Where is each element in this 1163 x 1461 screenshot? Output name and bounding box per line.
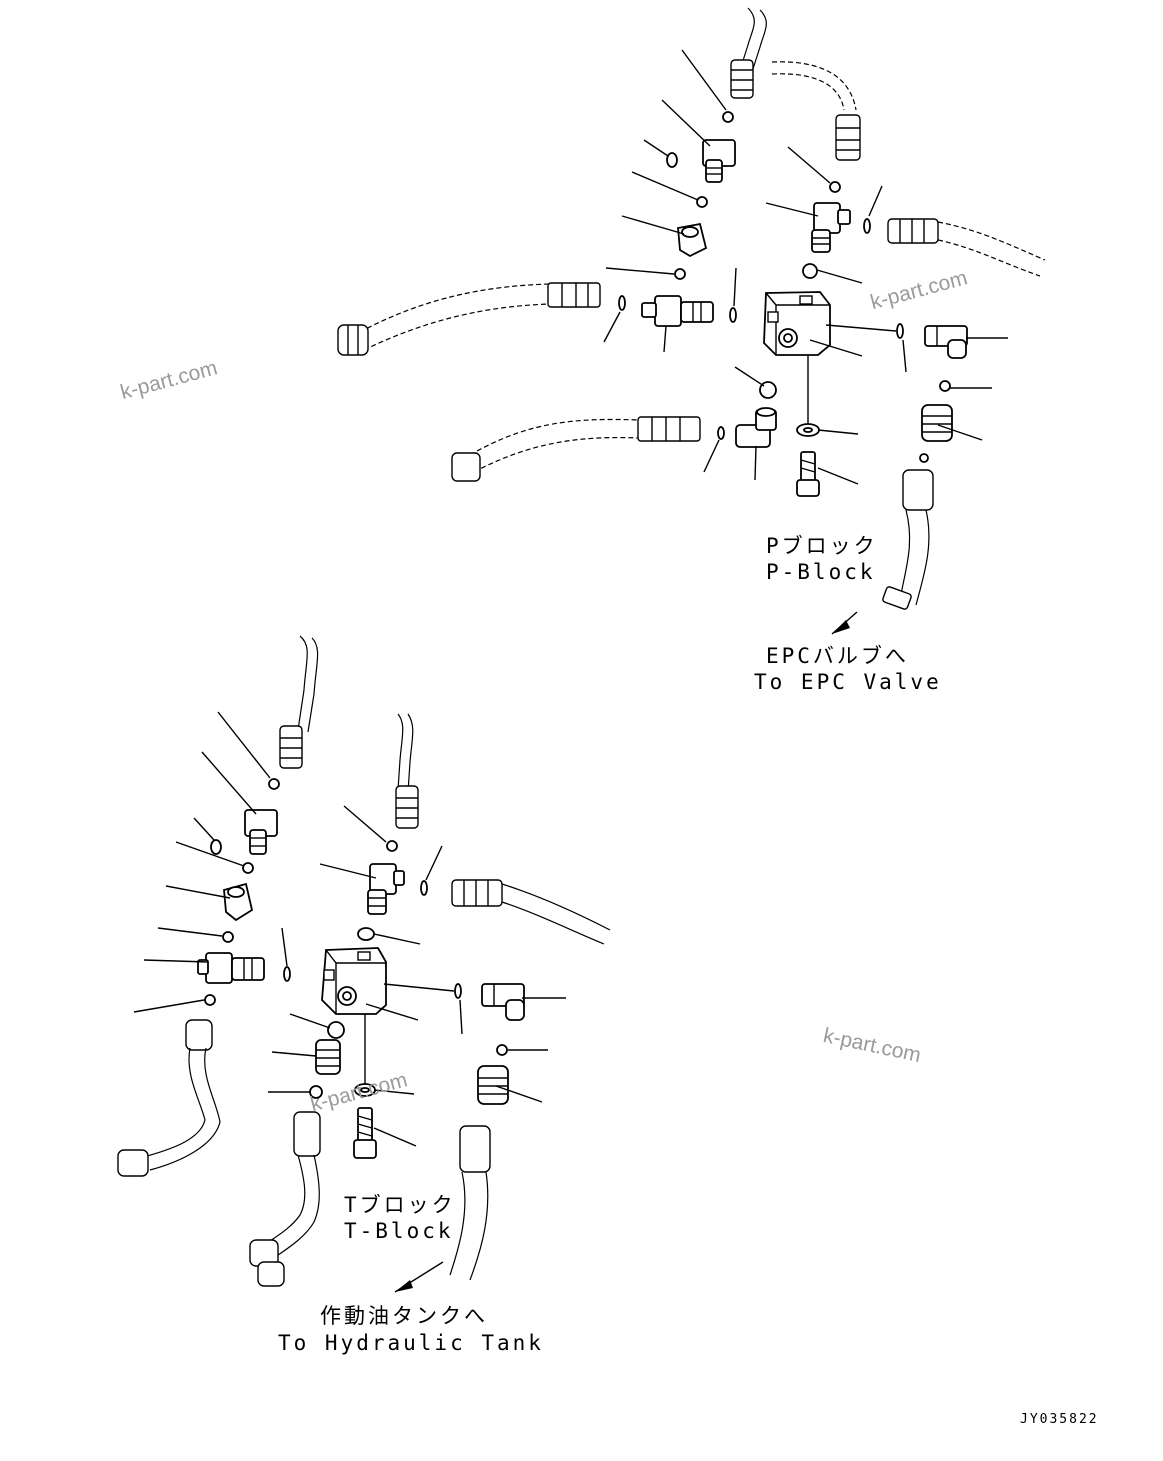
- t-tee-fitting-left: [197, 952, 265, 984]
- p-hose-lower-left: [451, 416, 701, 482]
- t-washer: [354, 1083, 376, 1097]
- t-elbow-fitting-right: [481, 983, 525, 1021]
- t-block-label-jp: Tブロック: [344, 1193, 456, 1217]
- p-washer: [796, 423, 820, 437]
- tank-label-jp: 作動油タンクへ: [320, 1304, 488, 1328]
- p-elbow-fitting-top: [702, 139, 736, 183]
- tank-label-en: To Hydraulic Tank: [278, 1331, 544, 1355]
- p-block-body: [763, 291, 831, 356]
- p-hose-to-epc: [882, 469, 934, 610]
- p-block-label-en: P-Block: [766, 560, 876, 584]
- drawing-code: JY035822: [1020, 1412, 1099, 1427]
- p-hose-right: [887, 218, 1046, 277]
- t-nut: [223, 882, 254, 922]
- p-tee-fitting-left: [641, 295, 714, 327]
- p-adapter-fitting: [921, 404, 953, 442]
- t-hose-top-right: [395, 713, 419, 829]
- epc-label-jp: EPCバルブへ: [766, 644, 909, 668]
- p-elbow-fitting-right: [924, 325, 968, 359]
- t-leader-lines: [133, 711, 566, 1293]
- t-block-body: [321, 947, 387, 1015]
- t-elbow-fitting-top: [244, 809, 278, 855]
- t-adapter-fitting-right: [477, 1065, 509, 1105]
- t-tee-fitting-right: [367, 863, 405, 915]
- p-o-rings: [618, 111, 951, 463]
- t-hose-to-tank: [449, 1125, 491, 1281]
- t-o-rings: [204, 778, 508, 1099]
- t-hose-lower-mid: [249, 1111, 321, 1287]
- p-elbow-fitting-lower: [735, 407, 777, 448]
- p-block-assembly: [337, 7, 1046, 635]
- p-hose-top-right: [771, 61, 861, 161]
- epc-label-en: To EPC Valve: [754, 670, 942, 694]
- t-hose-left: [117, 1019, 221, 1177]
- p-leader-lines: [603, 49, 1008, 635]
- t-adapter-fitting-left: [315, 1039, 341, 1075]
- t-block-label-en: T-Block: [344, 1219, 454, 1243]
- p-bolt: [796, 451, 820, 497]
- p-tee-fitting-right: [811, 202, 851, 253]
- t-block-assembly: [117, 635, 611, 1293]
- p-nut: [677, 222, 708, 258]
- t-hose-top-left: [279, 635, 319, 769]
- p-hose-left: [337, 282, 601, 356]
- t-bolt: [353, 1107, 377, 1159]
- p-hose-top-left: [730, 7, 767, 99]
- t-hose-right: [451, 879, 611, 945]
- p-block-label-jp: Pブロック: [766, 534, 878, 558]
